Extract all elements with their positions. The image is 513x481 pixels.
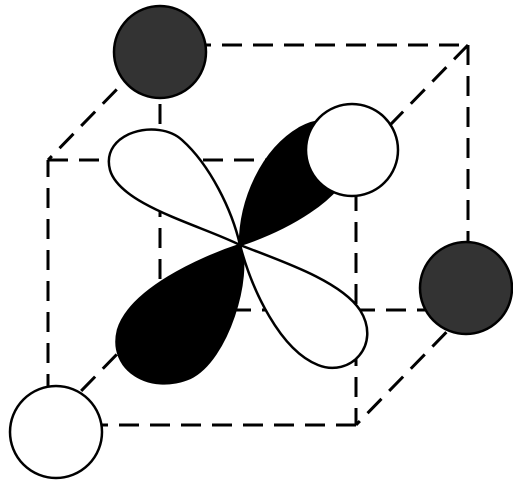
- atom-dark-top-back-left: [112, 4, 208, 100]
- orbital-lobe-lower-right: [238, 242, 369, 370]
- corner-atoms: [8, 4, 513, 480]
- atom-light-bottom-front-left: [8, 384, 104, 480]
- cube-edge-depth-top-left: [46, 43, 162, 162]
- atom-dark-bottom-back-right: [418, 240, 513, 336]
- cube-edge-depth-bottom-right: [354, 308, 470, 427]
- orbital-lobe-lower-left: [115, 243, 245, 385]
- orbital-lobe-upper-left: [107, 128, 242, 248]
- d-orbital: [107, 119, 369, 385]
- atom-light-top-back-right: [304, 102, 400, 198]
